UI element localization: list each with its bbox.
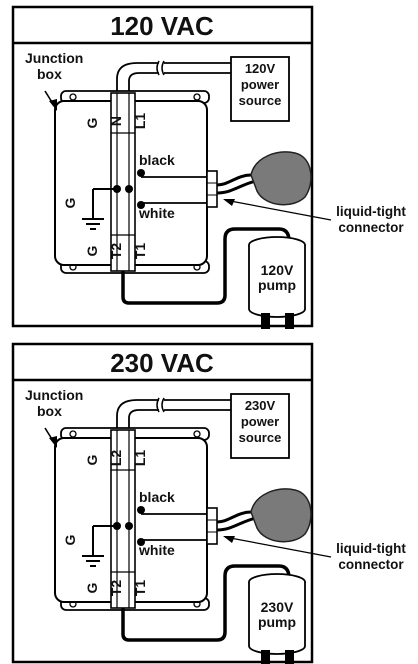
junction-label-line2: box (37, 403, 62, 419)
terminal-l2: L2 (108, 450, 124, 467)
junction-label-line1: Junction (25, 50, 83, 66)
junction-label-line1: Junction (25, 387, 83, 403)
terminal-t1: T1 (132, 243, 148, 260)
terminal-l1: L1 (132, 113, 148, 130)
source-label-line3: source (239, 430, 282, 445)
wire-white-label: white (138, 205, 175, 221)
terminal-g-top: G (84, 454, 100, 465)
pump-label-line1: 230V (261, 599, 294, 615)
ground-label: G (62, 197, 78, 208)
panel-title: 120 VAC (110, 11, 214, 41)
source-label-line3: source (239, 93, 282, 108)
junction-label-line2: box (37, 66, 62, 82)
terminal-t1: T1 (132, 580, 148, 597)
source-label-line2: power (241, 77, 279, 92)
terminal-g-bottom: G (84, 582, 100, 593)
wire-black-label: black (139, 489, 175, 505)
wire-black-label: black (139, 152, 175, 168)
connector-label-line2: connector (338, 220, 404, 235)
source-label-line2: power (241, 414, 279, 429)
terminal-g-top: G (84, 117, 100, 128)
terminal-t2: T2 (108, 243, 124, 260)
panel-230vac: 230 VAC Junction box 230V power source G… (11, 348, 333, 664)
source-label-line1: 230V (245, 398, 276, 413)
terminal-n: N (108, 116, 124, 126)
ground-label: G (62, 534, 78, 545)
terminal-g-bottom: G (84, 245, 100, 256)
terminal-t2: T2 (108, 580, 124, 597)
wire-white-label: white (138, 542, 175, 558)
pump-label-line2: pump (258, 277, 296, 293)
terminal-l1: L1 (132, 450, 148, 467)
connector-label-line2: connector (338, 557, 404, 572)
connector-label-line1: liquid-tight (336, 541, 406, 556)
panel-120vac: 120 VAC Junction box 120V power source G… (11, 11, 333, 331)
pump-label-line2: pump (258, 614, 296, 630)
panel-title: 230 VAC (110, 348, 214, 378)
pump-label-line1: 120V (261, 262, 294, 278)
connector-label-line1: liquid-tight (336, 204, 406, 219)
source-label-line1: 120V (245, 61, 276, 76)
